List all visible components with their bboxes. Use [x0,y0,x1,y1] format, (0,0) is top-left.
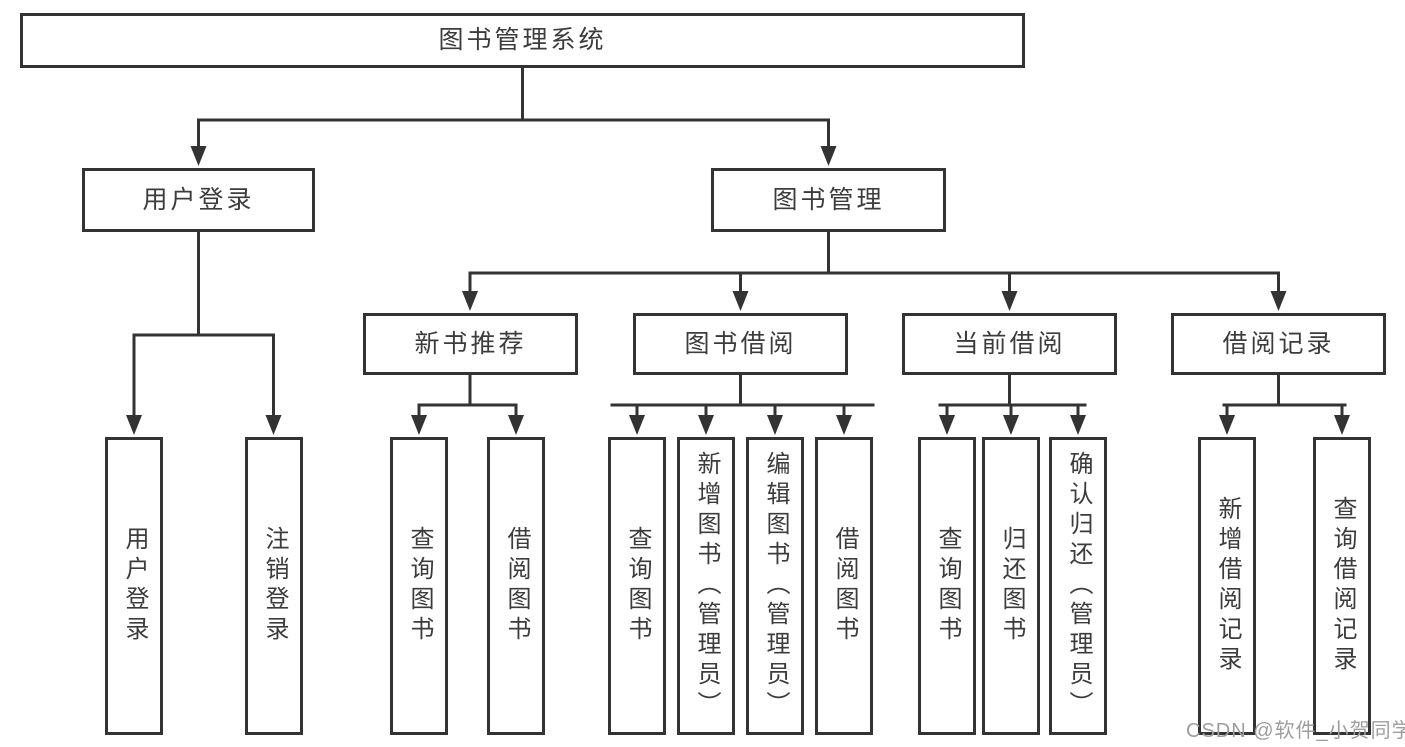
book-management-connectors [462,230,1287,311]
leaf-search-books-recommend: 查询图书 [390,437,448,735]
current-borrow-connectors [938,373,1087,435]
node-current-borrow: 当前借阅 [902,313,1117,375]
node-library-system: 图书管理系统 [20,13,1025,68]
node-book-management: 图书管理 [711,168,946,232]
borrow-records-connectors [1219,373,1350,435]
node-new-book-recommend: 新书推荐 [363,313,578,375]
node-book-borrow: 图书借阅 [633,313,848,375]
node-user-login: 用户登录 [82,168,315,232]
leaf-search-books-current: 查询图书 [918,437,976,735]
book-borrow-connectors [610,373,875,435]
leaf-add-book-admin: 新增图书（管理员） [677,437,735,735]
csdn-watermark: CSDN @软件_小贺同学 [1186,720,1405,742]
leaf-search-books-borrow: 查询图书 [608,437,666,735]
new-book-recommend-connectors [411,373,524,435]
node-borrow-records: 借阅记录 [1171,313,1386,375]
leaf-borrow-books: 借阅图书 [815,437,873,735]
root-connectors [190,66,837,166]
leaf-search-borrow-record: 查询借阅记录 [1313,437,1371,735]
user-login-connectors [126,230,282,435]
leaf-user-login: 用户登录 [105,437,163,735]
leaf-confirm-return-admin: 确认归还（管理员） [1049,437,1107,735]
leaf-borrow-books-recommend: 借阅图书 [487,437,545,735]
leaf-return-book: 归还图书 [982,437,1040,735]
leaf-edit-book-admin: 编辑图书（管理员） [746,437,804,735]
leaf-logout: 注销登录 [245,437,303,735]
leaf-add-borrow-record: 新增借阅记录 [1198,437,1256,735]
